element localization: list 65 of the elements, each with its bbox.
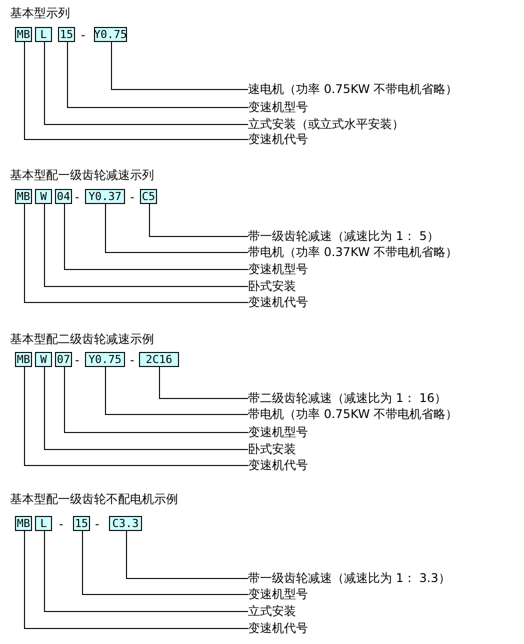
leader-line (126, 530, 248, 579)
description-text: 变速机型号 (248, 261, 308, 277)
code-box: Y0.37 (85, 189, 125, 204)
leader-line (24, 530, 248, 629)
code-box: 15 (73, 516, 90, 531)
dash-separator: - (130, 352, 134, 368)
description-text: 变速机型号 (248, 586, 308, 602)
dash-separator: - (75, 352, 80, 368)
leader-line (105, 366, 248, 415)
code-box: MB (15, 352, 32, 367)
section-heading: 基本型配二级齿轮减速示例 (10, 331, 154, 347)
description-text: 卧式安装 (248, 441, 296, 457)
description-text: 带一级齿轮减速（减速比为 1： 3.3） (248, 570, 450, 586)
description-text: 带电机（功率 0.37KW 不带电机省略） (248, 244, 458, 260)
leader-line (24, 366, 248, 466)
description-text: 立式安装（或立式水平安装） (248, 116, 404, 132)
section-heading: 基本型配一级齿轮减速示列 (10, 167, 154, 183)
description-text: 卧式安装 (248, 278, 296, 294)
code-box: MB (15, 189, 32, 204)
code-box: L (35, 516, 52, 531)
code-box: W (35, 352, 52, 367)
leader-line (64, 366, 248, 433)
leader-line (44, 366, 248, 450)
description-text: 变速机代号 (248, 131, 308, 147)
description-text: 变速机代号 (248, 457, 308, 473)
description-text: 变速机代号 (248, 620, 308, 636)
section-heading: 基本型配一级齿轮不配电机示例 (10, 491, 178, 507)
dash-separator: - (75, 189, 80, 205)
description-text: 带二级齿轮减速（减速比为 1： 16） (248, 390, 447, 406)
description-text: 变速机型号 (248, 99, 308, 115)
leader-line (105, 204, 248, 253)
description-text: 立式安装 (248, 603, 296, 619)
leader-line (44, 42, 248, 125)
leader-line (149, 204, 248, 237)
code-box: MB (15, 27, 32, 42)
leader-line (82, 530, 248, 595)
leader-line (24, 42, 248, 140)
code-box: W (35, 189, 52, 204)
description-text: 变速机型号 (248, 424, 308, 440)
leader-line (24, 204, 248, 303)
description-text: 速电机（功率 0.75KW 不带电机省略） (248, 81, 458, 97)
dash-separator: - (81, 27, 86, 43)
description-text: 带一级齿轮减速（减速比为 1： 5） (248, 228, 439, 244)
dash-separator: - (59, 516, 64, 532)
leader-line (111, 42, 248, 90)
code-box: 2C16 (139, 352, 179, 367)
code-box: Y0.75 (85, 352, 125, 367)
code-box: L (35, 27, 52, 42)
code-box: 04 (55, 189, 72, 204)
section-heading: 基本型示列 (10, 5, 70, 21)
code-box: 15 (58, 27, 75, 42)
leader-line (159, 366, 248, 399)
leader-line (67, 42, 248, 108)
code-box: 07 (55, 352, 72, 367)
description-text: 变速机代号 (248, 294, 308, 310)
leader-line (64, 204, 248, 270)
code-box: Y0.75 (94, 27, 127, 42)
code-box: C5 (140, 189, 157, 204)
dash-separator: - (95, 516, 100, 532)
dash-separator: - (130, 189, 134, 205)
code-box: C3.3 (109, 516, 142, 531)
description-text: 带电机（功率 0.75KW 不带电机省略） (248, 406, 458, 422)
leader-line (44, 204, 248, 287)
leader-line (44, 530, 248, 612)
code-box: MB (15, 516, 32, 531)
